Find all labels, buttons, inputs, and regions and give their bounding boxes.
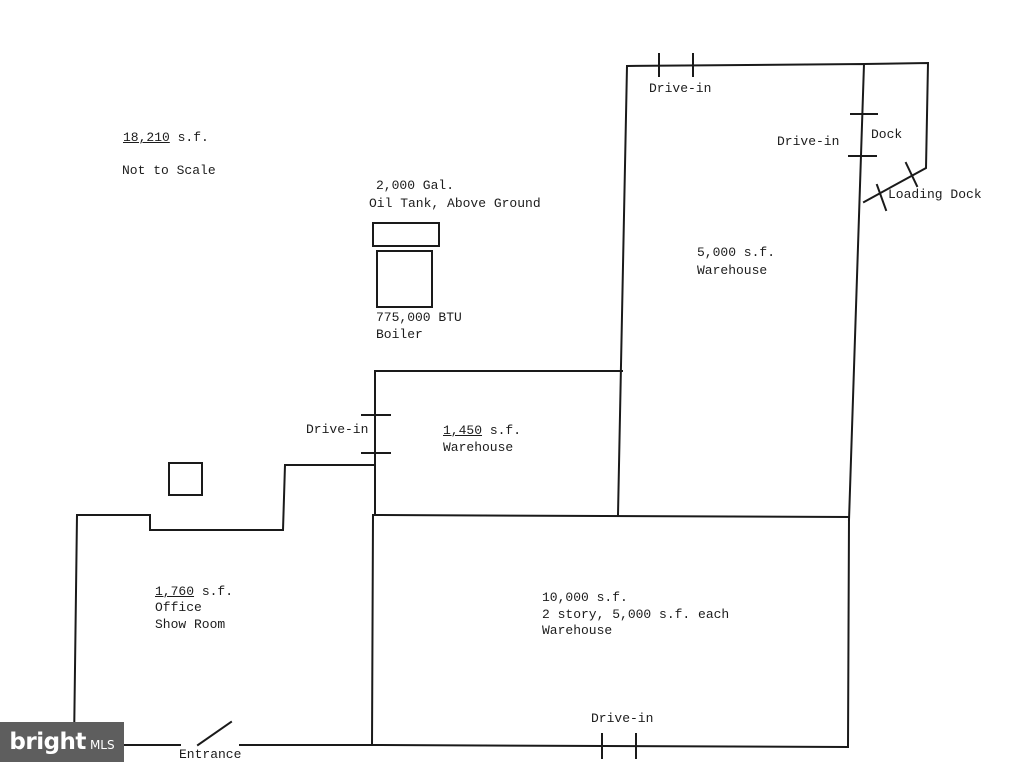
bright-mls-watermark: bright MLS bbox=[0, 722, 124, 762]
entrance-door bbox=[196, 720, 233, 747]
middle-warehouse-name: Warehouse bbox=[443, 440, 514, 455]
office-area: 1,760 s.f. bbox=[155, 584, 234, 599]
office-name: Office bbox=[155, 600, 202, 615]
watermark-brand: bright bbox=[9, 729, 86, 755]
drive-in-bottom-label: Drive-in bbox=[591, 711, 654, 726]
tank-capacity-label: 2,000 Gal. bbox=[376, 178, 455, 193]
exterior-pad-symbol bbox=[168, 462, 203, 496]
tank-description-label: Oil Tank, Above Ground bbox=[369, 196, 541, 211]
wall-office bbox=[72, 464, 374, 746]
dock-label: Dock bbox=[871, 127, 903, 142]
wall-main-warehouse bbox=[370, 513, 851, 749]
drive-in-left-label: Drive-in bbox=[306, 422, 369, 437]
wall-dock-extension bbox=[862, 61, 930, 204]
loading-dock-tick-b bbox=[904, 161, 919, 188]
main-warehouse-name: Warehouse bbox=[542, 623, 613, 638]
show-room-name: Show Room bbox=[155, 617, 226, 632]
main-warehouse-area: 10,000 s.f. bbox=[542, 590, 628, 605]
loading-dock-label: Loading Dock bbox=[888, 187, 982, 202]
wall-middle-warehouse bbox=[374, 370, 623, 516]
loading-dock-tick-a bbox=[875, 183, 888, 212]
north-warehouse-name: Warehouse bbox=[697, 263, 768, 278]
oil-tank-symbol bbox=[372, 222, 440, 247]
watermark-suffix: MLS bbox=[89, 738, 115, 752]
middle-warehouse-area: 1,450 s.f. bbox=[443, 423, 522, 438]
entrance-label: Entrance bbox=[179, 747, 242, 762]
drive-in-top-label: Drive-in bbox=[649, 81, 712, 96]
total-area-label: 18,210 s.f. bbox=[123, 130, 209, 145]
boiler-capacity-label: 775,000 BTU bbox=[376, 310, 462, 325]
wall-north-warehouse bbox=[616, 62, 866, 522]
drive-in-right-label: Drive-in bbox=[777, 134, 840, 149]
north-warehouse-area: 5,000 s.f. bbox=[697, 245, 776, 260]
boiler-label: Boiler bbox=[376, 327, 423, 342]
scale-note: Not to Scale bbox=[122, 163, 216, 178]
boiler-symbol bbox=[376, 250, 433, 308]
main-warehouse-detail: 2 story, 5,000 s.f. each bbox=[542, 607, 730, 622]
